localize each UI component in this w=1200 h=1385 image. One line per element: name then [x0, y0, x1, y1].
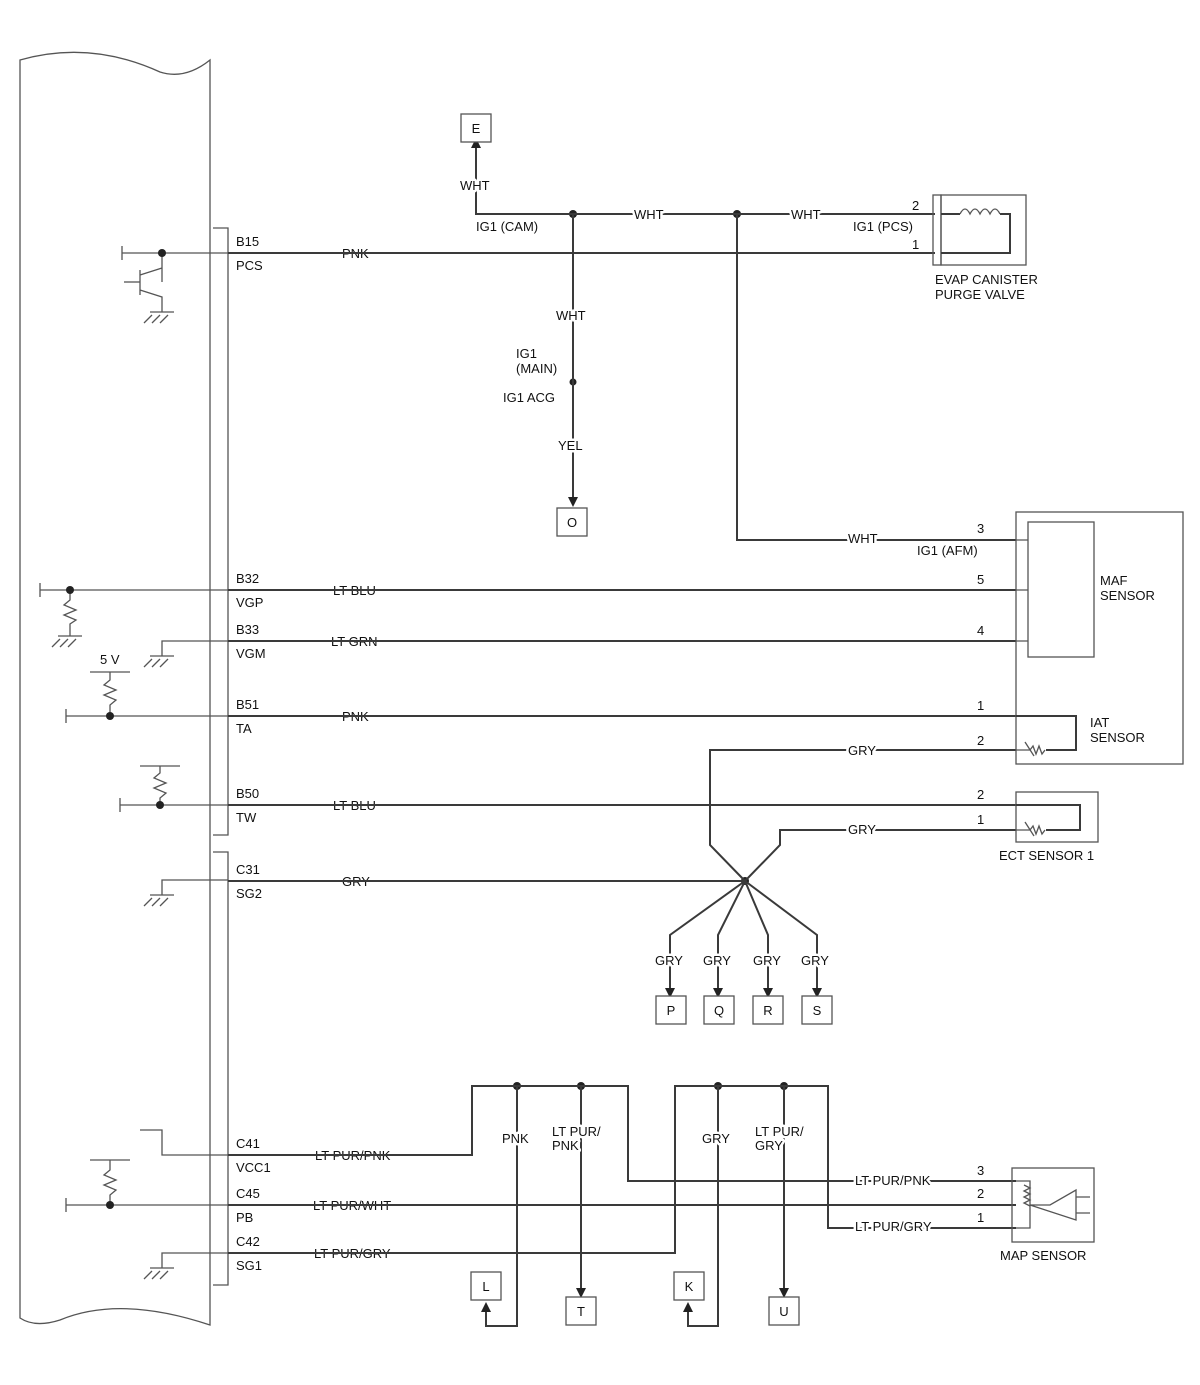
jump-box-o — [556, 507, 588, 537]
wire-label-lt-pur-gry-v: LT PUR/GRY — [755, 1124, 804, 1153]
jump-label-u: U — [779, 1304, 788, 1319]
ecm-pin-C42: C42 — [236, 1234, 260, 1249]
wire-label-yel: YEL — [558, 438, 583, 453]
wire-label-lt-pur-pnk-v: LT PUR/PNK — [552, 1124, 601, 1153]
ecm-signal-vgp: VGP — [236, 595, 263, 610]
wire-label-wht-1: WHT — [634, 207, 664, 222]
map-sensor: MAP SENSOR — [1000, 1167, 1095, 1263]
ig1-pcs-label: IG1 (PCS) — [853, 219, 913, 234]
map-pin-2: 2 — [977, 1186, 984, 1201]
map-pin-3: 3 — [977, 1163, 984, 1178]
jump-connectors: E O P Q R S L T K U — [460, 113, 833, 1326]
ecm-signal-sg2: SG2 — [236, 886, 262, 901]
jump-label-e: E — [472, 121, 481, 136]
ecm-internal-circuits — [39, 246, 228, 1280]
wire-label-gry-p: GRY — [655, 953, 683, 968]
jump-box-s — [801, 995, 833, 1025]
connector-b-bracket — [213, 227, 229, 836]
jump-label-p: P — [667, 1003, 676, 1018]
wire-label-wht-2: WHT — [791, 207, 821, 222]
ecm-signal-pb: PB — [236, 1210, 253, 1225]
maf-pin-1: 1 — [977, 698, 984, 713]
ect-pin-2: 2 — [977, 787, 984, 802]
wire-label-wht-3: WHT — [556, 308, 586, 323]
map-label: MAP SENSOR — [1000, 1248, 1086, 1263]
ect-pin-1: 1 — [977, 812, 984, 827]
ecm-signal-pcs: PCS — [236, 258, 263, 273]
maf-pin-4: 4 — [977, 623, 984, 638]
wire-label-lt-pur-pnk-r: LT PUR/PNK — [855, 1173, 931, 1188]
jump-box-k — [673, 1271, 705, 1301]
maf-pin-2: 2 — [977, 733, 984, 748]
jump-box-p — [655, 995, 687, 1025]
ecm-signal-vgm: VGM — [236, 646, 266, 661]
jump-label-t: T — [577, 1304, 585, 1319]
jump-box-e — [460, 113, 492, 143]
evap-pin-1: 1 — [912, 237, 919, 252]
wire-label-wht-4: WHT — [848, 531, 878, 546]
wire-label-gry-r: GRY — [753, 953, 781, 968]
ect-sensor-1: ECT SENSOR 1 — [999, 791, 1099, 863]
ecm-signal-ta: TA — [236, 721, 252, 736]
jump-label-o: O — [567, 515, 577, 530]
jump-box-q — [703, 995, 735, 1025]
jump-label-l: L — [482, 1279, 489, 1294]
ecm-signal-sg1: SG1 — [236, 1258, 262, 1273]
connector-c-bracket — [213, 851, 229, 1286]
ect-label: ECT SENSOR 1 — [999, 848, 1094, 863]
wire-label-gry-q: GRY — [703, 953, 731, 968]
ecm-pin-C41: C41 — [236, 1136, 260, 1151]
ecm-pin-B50: B50 — [236, 786, 259, 801]
maf-pin-5: 5 — [977, 572, 984, 587]
ecm-pin-B33: B33 — [236, 622, 259, 637]
wire-label-gry-k: GRY — [702, 1131, 730, 1146]
jump-label-s: S — [813, 1003, 822, 1018]
ecm-pin-C45: C45 — [236, 1186, 260, 1201]
wire-labels: GRY GRY GRY GRY GRY GRY PNK LT PUR/PNK G… — [500, 741, 935, 1237]
wire-label-gry-iat: GRY — [848, 743, 876, 758]
map-pin-1: 1 — [977, 1210, 984, 1225]
jump-box-l — [470, 1271, 502, 1301]
ecm-signal-tw: TW — [236, 810, 257, 825]
ig1-cam-label: IG1 (CAM) — [476, 219, 538, 234]
junction-dots — [66, 210, 788, 1209]
jump-label-k: K — [685, 1279, 694, 1294]
jump-box-t — [565, 1296, 597, 1326]
wire-label-wht-e: WHT — [460, 178, 490, 193]
ecm-pin-B32: B32 — [236, 571, 259, 586]
wires — [228, 148, 1016, 1327]
ecm-body — [19, 51, 211, 1326]
ecm-pin-C31: C31 — [236, 862, 260, 877]
wire-label-gry-s: GRY — [801, 953, 829, 968]
power-labels: WHT IG1 (CAM) WHT WHT WHT IG1(MAIN) IG1 … — [458, 176, 978, 559]
wire-label-lt-pur-gry-r: LT PUR/GRY — [855, 1219, 932, 1234]
connector-pin-numbers: 2 1 3 5 4 1 2 2 1 3 2 1 — [912, 198, 984, 1225]
wire-label-gry-ect: GRY — [848, 822, 876, 837]
wire-label-pnk: PNK — [502, 1131, 529, 1146]
jump-label-r: R — [763, 1003, 772, 1018]
ig1-acg-label: IG1 ACG — [503, 390, 555, 405]
evap-pin-2: 2 — [912, 198, 919, 213]
ig1-afm-label: IG1 (AFM) — [917, 543, 978, 558]
ig1-main-label: IG1(MAIN) — [516, 346, 557, 376]
maf-pin-3: 3 — [977, 521, 984, 536]
five-volt-label: 5 V — [100, 652, 120, 667]
ecm-pin-B15: B15 — [236, 234, 259, 249]
jump-label-q: Q — [714, 1003, 724, 1018]
ecm-signal-vcc1: VCC1 — [236, 1160, 271, 1175]
ecm-pin-B51: B51 — [236, 697, 259, 712]
arrowheads — [471, 138, 822, 1312]
jump-box-u — [768, 1296, 800, 1326]
jump-box-r — [752, 995, 784, 1025]
